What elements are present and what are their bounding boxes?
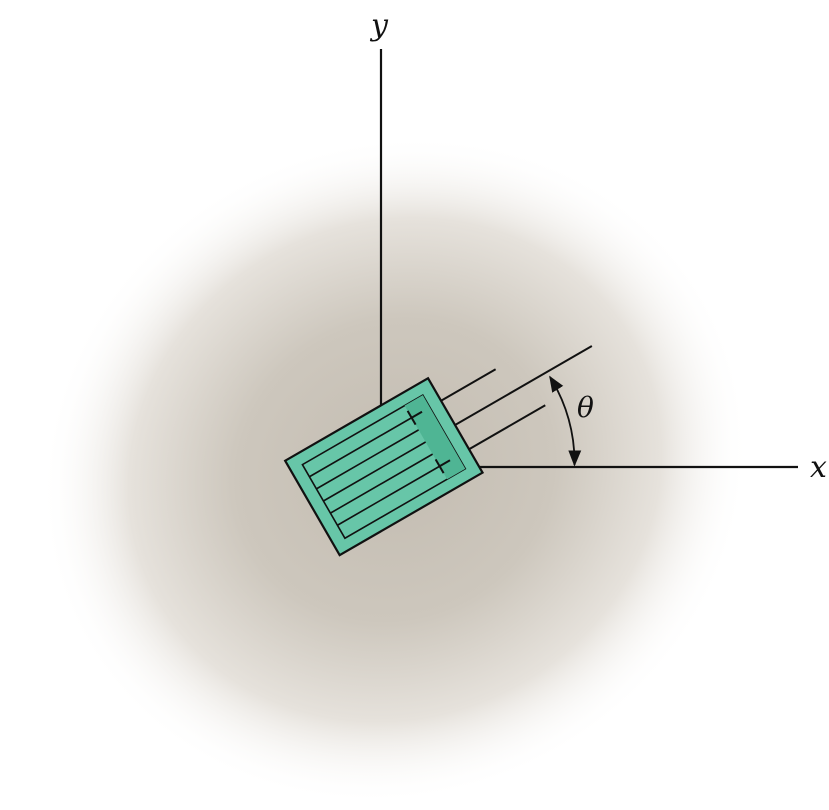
angle-arc (549, 375, 582, 467)
grid-line (323, 441, 427, 502)
gauge-tab (404, 395, 466, 480)
y-axis-label: y (369, 8, 389, 43)
terminal-lead-bottom (439, 459, 451, 468)
x-axis-label: x (810, 450, 827, 485)
terminal-tick-bottom (434, 458, 445, 474)
terminal-lead-top (411, 410, 423, 419)
grid-line (337, 465, 441, 526)
grid-line (309, 417, 413, 478)
strain-gauge (283, 345, 593, 557)
grid-line (330, 453, 434, 514)
gauge-axis-line (435, 345, 593, 437)
angle-theta-label: θ (577, 391, 594, 424)
grid-line (316, 429, 420, 490)
